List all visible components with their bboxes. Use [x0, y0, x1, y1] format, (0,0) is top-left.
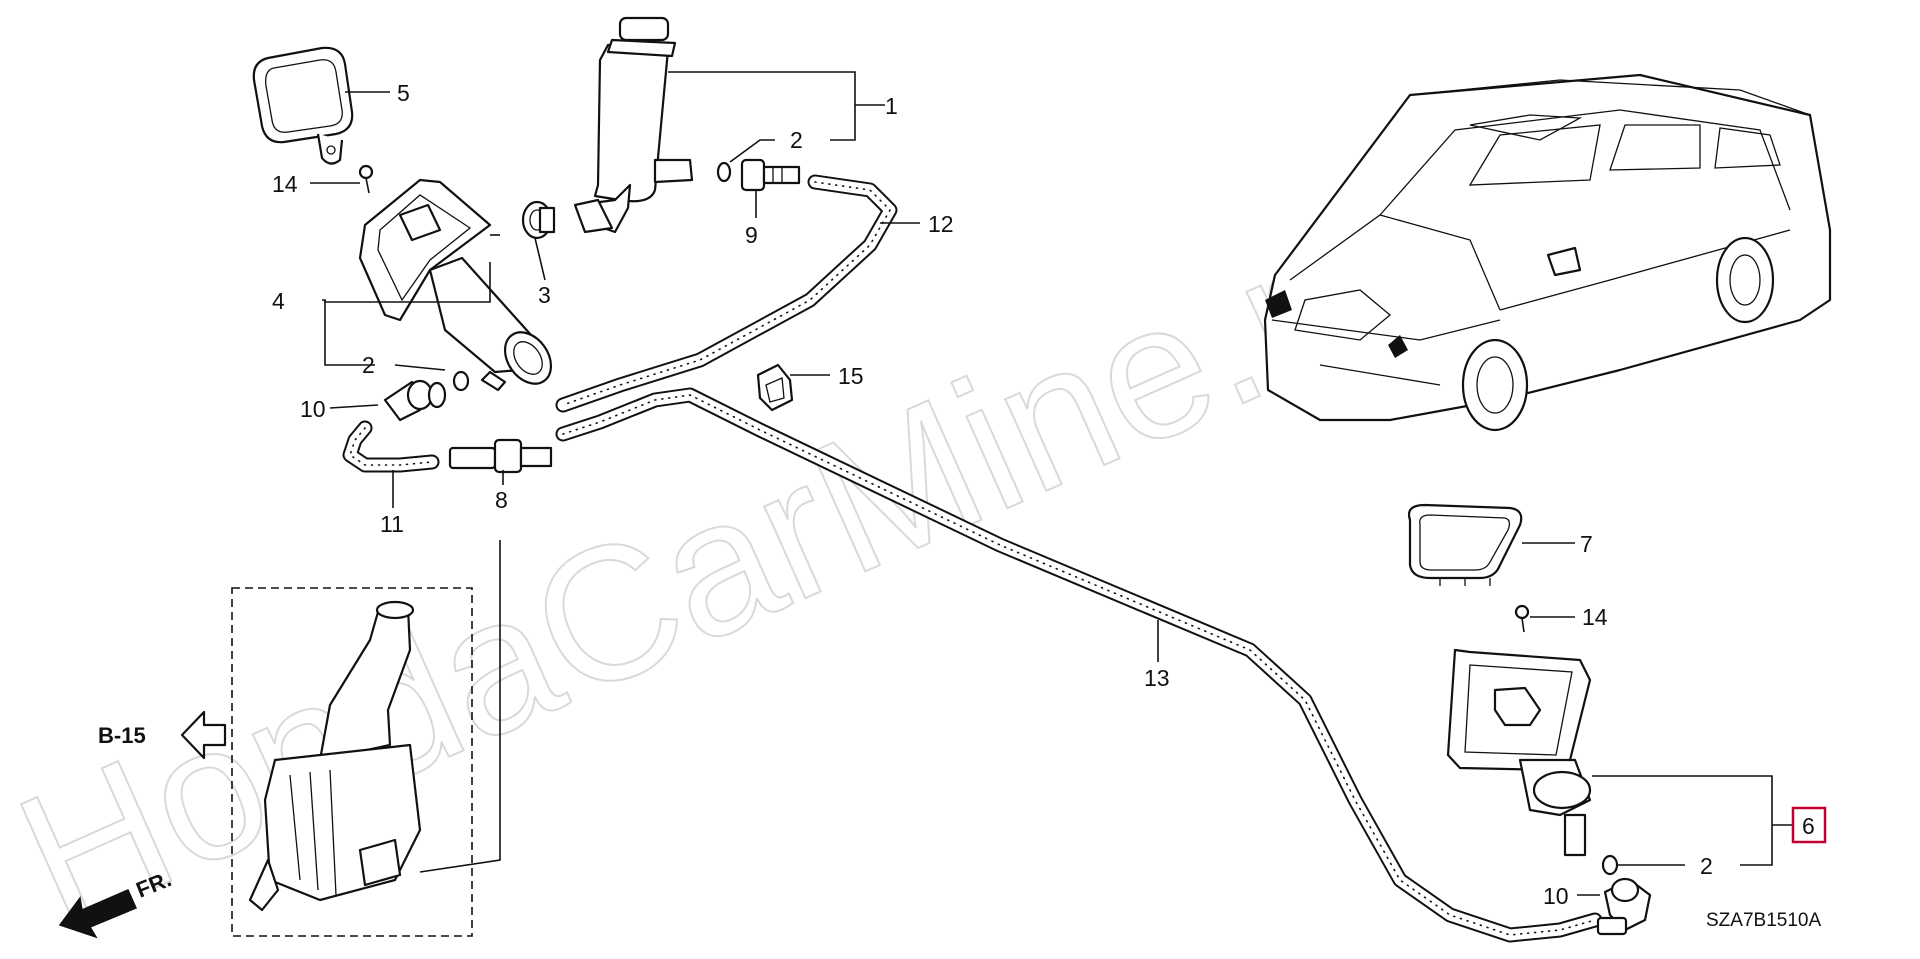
o-ring-2-right: [1601, 854, 1619, 876]
washer-pump: [573, 16, 694, 234]
o-ring-2-top: [716, 161, 732, 183]
reference-code: SZA7B1510A: [1706, 910, 1821, 931]
callout-7: 7: [1580, 531, 1593, 557]
o-ring-2-left: [452, 370, 470, 392]
callout-2-top: 2: [790, 127, 803, 153]
hose-11: [342, 420, 440, 473]
callout-6-highlight-box: [1791, 806, 1827, 844]
joint-9: [740, 158, 801, 192]
ref-label-b15: B-15: [98, 723, 146, 748]
check-valve-8: [448, 438, 553, 474]
callout-8: 8: [495, 487, 508, 513]
callout-13: 13: [1144, 665, 1170, 691]
callout-5: 5: [397, 80, 410, 106]
callout-2-right: 2: [1700, 853, 1713, 879]
headlight-washer-cap-left: [252, 46, 354, 165]
screw-14-left: [358, 164, 374, 194]
callout-11: 11: [380, 511, 404, 537]
callout-12: 12: [928, 211, 954, 237]
callout-2-left: 2: [362, 352, 375, 378]
screw-14-right: [1514, 604, 1530, 633]
hose-12: [555, 174, 898, 413]
callout-14-left: 14: [272, 171, 298, 197]
callout-4: 4: [272, 288, 285, 314]
callout-10-left: 10: [300, 396, 326, 422]
callout-1: 1: [885, 93, 898, 119]
headlight-washer-cap-right: [1407, 503, 1523, 586]
callout-14-right: 14: [1582, 604, 1608, 630]
washer-reservoir: [248, 600, 422, 912]
hose-clip-15: [756, 363, 794, 412]
callout-3: 3: [538, 282, 551, 308]
vehicle-illustration: [1263, 73, 1832, 432]
callout-15: 15: [838, 363, 864, 389]
callout-labels: 1 2 5 14 3 4 2 9 12 10 15 8 11 13 7 14 2…: [272, 80, 1827, 909]
reservoir-reference-box: [231, 587, 473, 937]
callout-10-right: 10: [1543, 883, 1569, 909]
hose-13: [555, 387, 1603, 943]
washer-nozzle-left: [358, 178, 553, 392]
leader-lines: [310, 71, 1792, 896]
callout-9: 9: [745, 222, 758, 248]
watermark: HondaCarMine.ru: [0, 164, 1447, 959]
elbow-joint-10-left: [383, 379, 447, 422]
reference-arrow-b15: B-15: [98, 710, 227, 760]
callout-6: 6: [1802, 813, 1815, 839]
elbow-joint-10-right: [1596, 877, 1652, 936]
washer-nozzle-right: [1446, 648, 1592, 857]
grommet-3: [521, 200, 556, 240]
